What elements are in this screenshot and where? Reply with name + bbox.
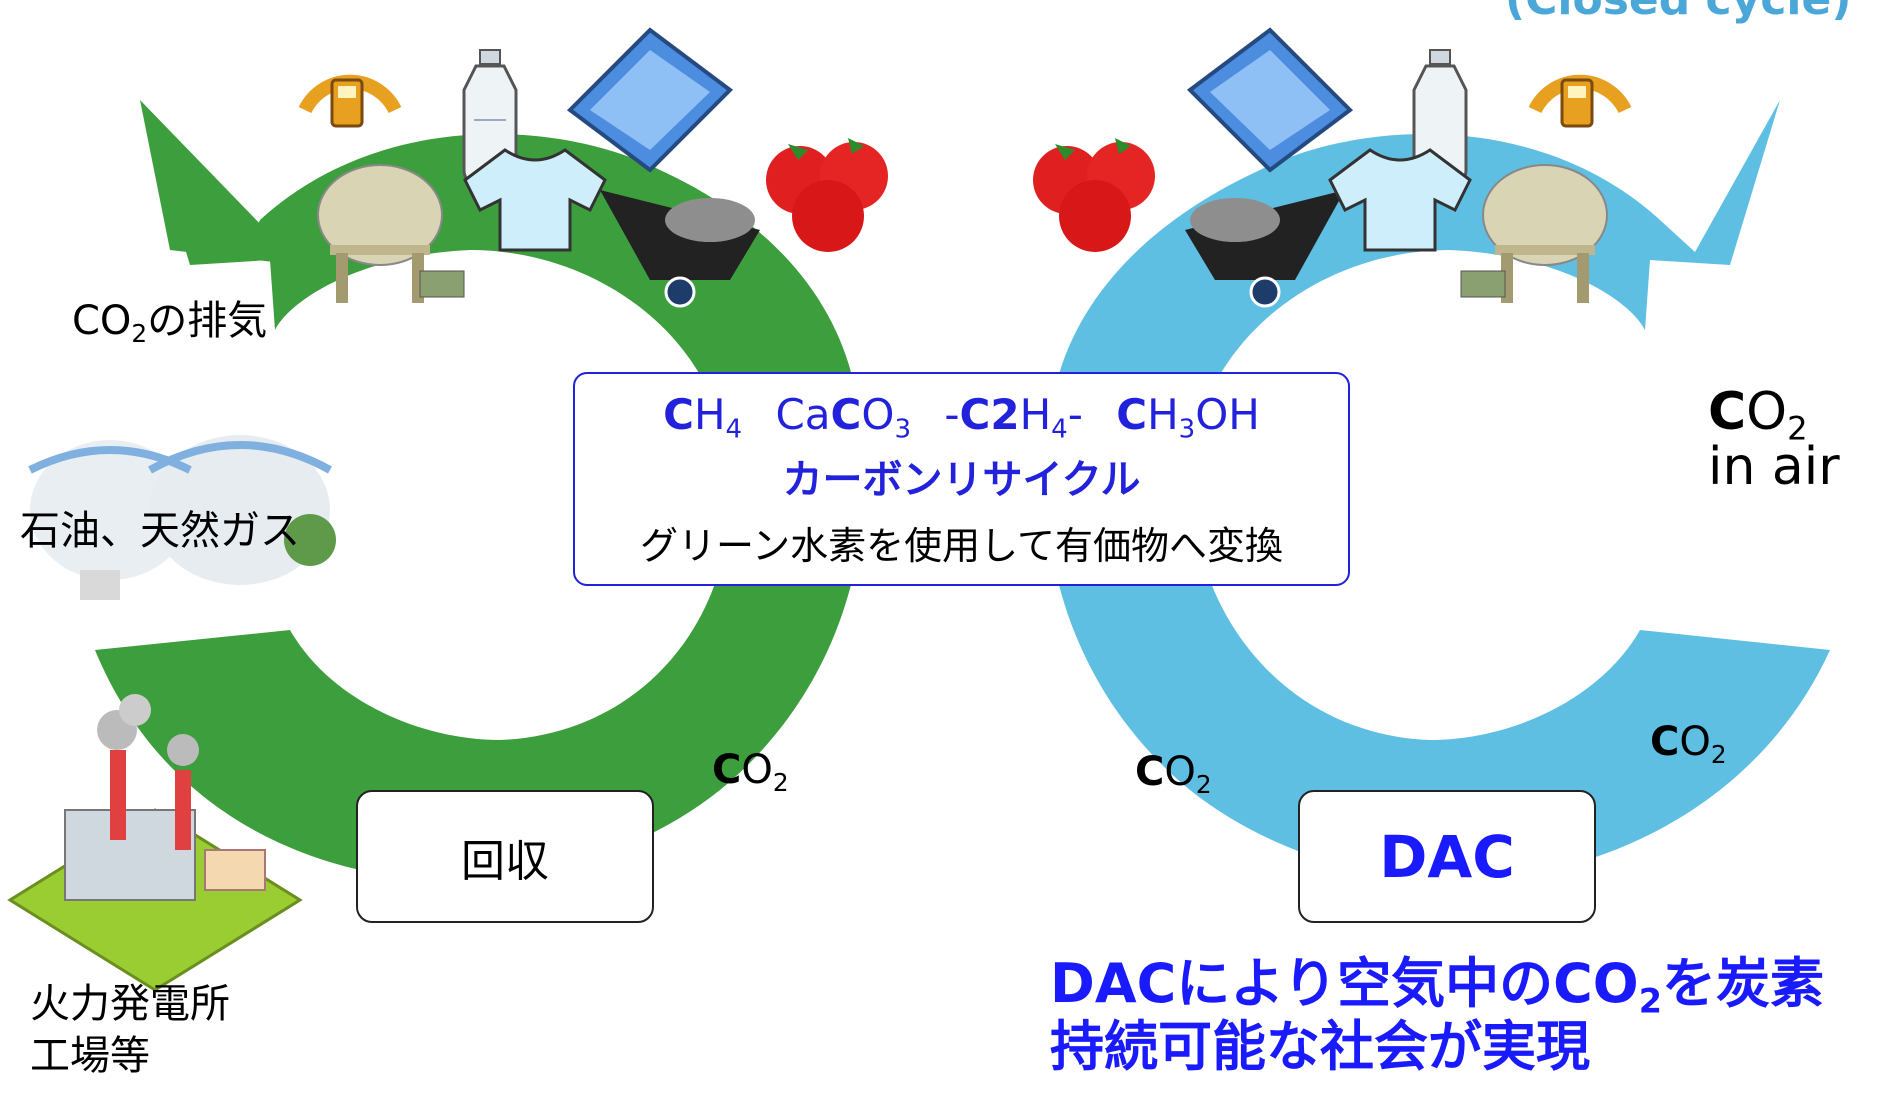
formula-ch4-sub: 4 — [725, 414, 743, 445]
dac-button[interactable]: DAC — [1298, 790, 1596, 923]
carbon-recycle-title: カーボンリサイクル — [782, 457, 1141, 503]
co2-left-sub: 2 — [772, 767, 789, 797]
capture-button-label: 回収 — [461, 835, 549, 887]
formula-ch3oh-rest: H — [1147, 390, 1179, 439]
co2-right-a-bold: C — [1135, 749, 1165, 795]
formula-caco3-prefix: Ca — [775, 390, 831, 439]
co2-left-rest: O — [741, 747, 773, 793]
capture-button[interactable]: 回収 — [356, 790, 654, 923]
oil-gas-label: 石油、天然ガス — [20, 508, 300, 554]
co2-in-air-label: CO2 in air — [1708, 385, 1840, 494]
formula-row: CH4 CaCO3 -C2H4- CH3OH — [575, 390, 1348, 442]
tomato-icon — [766, 138, 888, 252]
gas-tank-icon — [1460, 164, 1608, 303]
formula-c2h4-prefix: - — [944, 390, 960, 439]
blue-cycle-arrow — [1045, 100, 1830, 882]
formula-caco3: CaCO3 — [775, 390, 911, 442]
bottom-message-line1: DACにより空気中のCO2を炭素 — [1050, 952, 1824, 1018]
gauge-fuel-icon — [298, 74, 402, 128]
bottom-line1-sub: 2 — [1638, 981, 1662, 1021]
co2-right-b-bold: C — [1650, 719, 1680, 765]
co2-label-left: CO2 — [712, 747, 789, 795]
co2-exhaust-pre: CO — [72, 298, 132, 344]
tomato-icon — [1033, 138, 1155, 252]
factory-icon — [7, 694, 303, 992]
formula-caco3-sub: 3 — [894, 414, 911, 445]
storage-tanks-icon — [28, 435, 336, 600]
formula-ch3oh: CH3OH — [1116, 390, 1260, 442]
formula-caco3-bold: C — [830, 390, 862, 439]
gauge-fuel-icon — [1528, 74, 1632, 128]
formula-ch4-bold: C — [663, 390, 694, 439]
formula-c2h4-bold: C2 — [959, 390, 1020, 439]
closed-cycle-label: (Closed cycle) — [1505, 0, 1851, 25]
formula-ch4: CH4 — [663, 390, 742, 442]
power-plant-label: 火力発電所 工場等 — [30, 978, 230, 1082]
formula-ch4-rest: H — [693, 390, 726, 439]
bottom-message: DACにより空気中のCO2を炭素 持続可能な社会が実現 — [1050, 952, 1824, 1078]
shirt-icon — [463, 148, 607, 252]
power-plant-line2: 工場等 — [30, 1033, 150, 1079]
co2-exhaust-post: の排気 — [147, 298, 268, 344]
bottom-line1-post: を炭素 — [1662, 952, 1824, 1015]
co2-right-a-sub: 2 — [1195, 769, 1212, 799]
bottom-message-line2: 持続可能な社会が実現 — [1050, 1015, 1590, 1079]
dac-button-label: DAC — [1379, 822, 1515, 891]
formula-c2h4-tail: - — [1067, 390, 1083, 439]
formula-ch3oh-tail: OH — [1195, 390, 1260, 439]
co2-right-b-rest: O — [1679, 719, 1711, 765]
gas-tank-icon — [317, 164, 465, 303]
carbon-recycle-description: グリーン水素を使用して有価物へ変換 — [640, 524, 1283, 568]
shirt-icon — [1328, 148, 1472, 252]
co2-air-line2: in air — [1708, 436, 1840, 497]
bottom-line1-pre: DACにより空気中のCO — [1050, 952, 1639, 1015]
co2-right-b-sub: 2 — [1710, 739, 1727, 769]
co2-label-right-a: CO2 — [1135, 749, 1212, 797]
power-plant-line1: 火力発電所 — [30, 981, 230, 1027]
carbon-recycle-box: CH4 CaCO3 -C2H4- CH3OH カーボンリサイクル グリーン水素を… — [573, 372, 1350, 586]
co2-exhaust-label: CO2の排気 — [72, 288, 267, 346]
formula-ch3oh-bold: C — [1116, 390, 1148, 439]
co2-right-a-rest: O — [1164, 749, 1196, 795]
formula-c2h4: -C2H4- — [944, 390, 1083, 442]
co2-left-bold: C — [712, 747, 742, 793]
crate-icon — [1186, 27, 1354, 173]
cart-icon — [1185, 190, 1345, 308]
formula-c2h4-sub: 4 — [1051, 414, 1068, 445]
co2-air-rest: O — [1746, 382, 1788, 442]
co2-label-right-b: CO2 — [1650, 719, 1727, 767]
formula-ch3oh-sub: 3 — [1178, 414, 1196, 445]
formula-c2h4-rest: H — [1019, 390, 1052, 439]
formula-caco3-rest: O — [861, 390, 895, 439]
co2-air-bold: C — [1708, 382, 1747, 442]
cart-icon — [600, 190, 760, 308]
co2-exhaust-sub: 2 — [131, 318, 148, 348]
crate-icon — [566, 27, 734, 173]
co2-air-sub: 2 — [1787, 409, 1808, 448]
